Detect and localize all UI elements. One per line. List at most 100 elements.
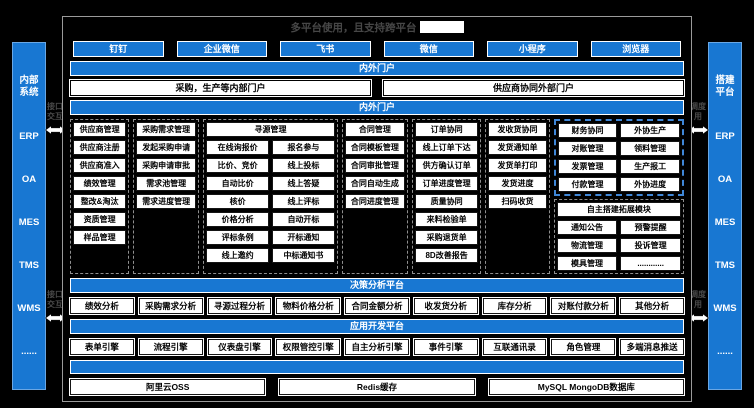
diagram-title: 多平台使用，且支持跨平台 — [70, 20, 684, 37]
module-group-header: 供应商管理 — [73, 122, 127, 137]
dispatch-use-label: 调度用 — [690, 102, 706, 122]
build-platform-system-label: ERP — [715, 130, 735, 142]
build-platform-title: 搭建平台 — [715, 75, 735, 98]
module-box: 发货通知单 — [488, 140, 547, 155]
engine-box: 权限管控引擎 — [276, 339, 341, 355]
module-box: 扫码收货 — [488, 194, 547, 209]
infrastructure-row: 阿里云OSS Redis缓存 MySQL MongoDB数据库 — [70, 378, 684, 396]
module-column-2: 采购需求管理发起采购申请采购申请审批需求池管理需求进度管理 — [133, 119, 200, 274]
sourcing-subcolumn: 报名参与线上投标线上答疑线上评标自动开标开标通知中标通知书 — [272, 140, 335, 263]
client-platform-chip: 企业微信 — [176, 41, 267, 57]
module-box: 发货进度 — [488, 176, 547, 191]
module-box: 绩效管理 — [73, 176, 127, 191]
infra-box: 阿里云OSS — [70, 379, 266, 395]
internal-system-label: WMS — [17, 302, 41, 314]
build-platform-system-label: MES — [714, 216, 736, 228]
infra-box: Redis缓存 — [279, 379, 475, 395]
module-box: 来料检验单 — [414, 212, 479, 227]
module-box: 通知公告 — [556, 220, 618, 235]
module-group-header: 采购需求管理 — [136, 122, 197, 137]
module-column-4: 合同管理合同模板管理合同审批管理合同自动生成合同进度管理 — [341, 119, 408, 274]
internal-system-label: TMS — [18, 259, 40, 271]
analysis-box: 其他分析 — [620, 298, 685, 314]
client-platform-chip: 飞书 — [280, 41, 371, 57]
platform-body: 多平台使用，且支持跨平台 钉钉企业微信飞书微信小程序浏览器 内外门户 采购，生产… — [62, 16, 692, 402]
build-platform-system-label: TMS — [714, 259, 736, 271]
module-box: 供应商准入 — [73, 158, 127, 173]
analysis-box: 绩效分析 — [70, 298, 134, 314]
internal-system-label: MES — [18, 216, 40, 228]
module-box: 自动开标 — [272, 212, 335, 227]
internal-systems-title: 内部系统 — [19, 75, 39, 98]
sourcing-subcolumns: 在线询报价比价、竞价自动比价核价价格分析评标条例线上邀约报名参与线上投标线上答疑… — [206, 140, 335, 263]
right-connector-top: 调度用 — [686, 102, 710, 136]
module-box: 发起采购申请 — [136, 140, 197, 155]
module-box: 合同审批管理 — [344, 158, 405, 173]
module-group-header: 寻源管理 — [206, 122, 335, 137]
extension-group: 自主搭建拓展模块通知公告预警提醒物流管理投诉管理模具管理............ — [553, 199, 685, 274]
module-box: 采购申请审批 — [136, 158, 197, 173]
module-box: 在线询报价 — [206, 140, 270, 155]
module-box: 中标通知书 — [272, 248, 335, 263]
module-box: 发货单打印 — [488, 158, 547, 173]
module-box: 订单进度管理 — [414, 176, 479, 191]
module-box: 价格分析 — [206, 212, 270, 227]
portal-bar-inner: 内外门户 — [70, 100, 684, 115]
module-box: 线上投标 — [272, 158, 335, 173]
decision-analysis-row: 绩效分析采购需求分析寻源过程分析物料价格分析合同金额分析收发货分析库存分析对账付… — [70, 297, 685, 315]
module-box: 质量协同 — [414, 194, 479, 209]
extension-header: 自主搭建拓展模块 — [556, 202, 682, 217]
finance-outsource-column: 财务协同外协生产对账管理领料管理发票管理生产报工付款管理外协进度自主搭建拓展模块… — [553, 119, 685, 274]
client-platform-row: 钉钉企业微信飞书微信小程序浏览器 — [70, 41, 684, 57]
build-platform-system-label: ...... — [717, 345, 733, 357]
module-box: 合同进度管理 — [344, 194, 405, 209]
module-box: 采购退货单 — [414, 230, 479, 245]
engine-box: 多端消息推送 — [620, 339, 685, 355]
module-box: 8D改善报告 — [414, 248, 479, 263]
module-box: 供应商注册 — [73, 140, 127, 155]
engine-box: 互联通讯录 — [482, 339, 547, 355]
module-box: 投诉管理 — [620, 238, 682, 253]
module-box: 财务协同 — [557, 123, 618, 138]
module-box: 合同模板管理 — [344, 140, 405, 155]
module-box: 核价 — [206, 194, 270, 209]
infra-box: MySQL MongoDB数据库 — [488, 379, 684, 395]
module-box: 物流管理 — [556, 238, 618, 253]
build-platform-system-label: WMS — [713, 302, 737, 314]
redacted-area — [419, 21, 464, 33]
module-box: 合同自动生成 — [344, 176, 405, 191]
analysis-box: 收发货分析 — [413, 298, 478, 314]
module-box: 线上订单下达 — [414, 140, 479, 155]
left-connector-top: 接口交互 — [43, 102, 67, 136]
sourcing-subcolumn: 在线询报价比价、竞价自动比价核价价格分析评标条例线上邀约 — [206, 140, 270, 263]
module-box: 付款管理 — [557, 177, 618, 192]
module-box: 供方确认订单 — [414, 158, 479, 173]
module-box: 资质管理 — [73, 212, 127, 227]
module-box: 外协进度 — [620, 177, 681, 192]
right-connector-bottom: 调度用 — [686, 290, 710, 324]
analysis-box: 对账付款分析 — [551, 298, 616, 314]
module-box: 比价、竞价 — [206, 158, 270, 173]
dispatch-use-label: 调度用 — [690, 290, 706, 310]
diagram-title-text: 多平台使用，且支持跨平台 — [290, 22, 417, 34]
module-box: 外协生产 — [620, 123, 681, 138]
module-box: 发票管理 — [557, 159, 618, 174]
module-box: 整改&淘汰 — [73, 194, 127, 209]
portal-bar-top: 内外门户 — [70, 61, 684, 76]
module-box: 领料管理 — [620, 141, 681, 156]
module-box: 线上答疑 — [272, 176, 335, 191]
module-group-header: 合同管理 — [344, 122, 405, 137]
engine-box: 事件引擎 — [413, 339, 478, 355]
module-box: 预警提醒 — [620, 220, 682, 235]
module-box: ............ — [620, 256, 682, 271]
portal-box: 采购，生产等内部门户 — [70, 80, 371, 96]
client-platform-chip: 小程序 — [487, 41, 578, 57]
build-platform-system-label: OA — [717, 173, 733, 185]
engine-box: 角色管理 — [551, 339, 616, 355]
engine-box: 仪表盘引擎 — [207, 339, 272, 355]
client-platform-chip: 钉钉 — [73, 41, 164, 57]
engine-box: 流程引擎 — [138, 339, 203, 355]
